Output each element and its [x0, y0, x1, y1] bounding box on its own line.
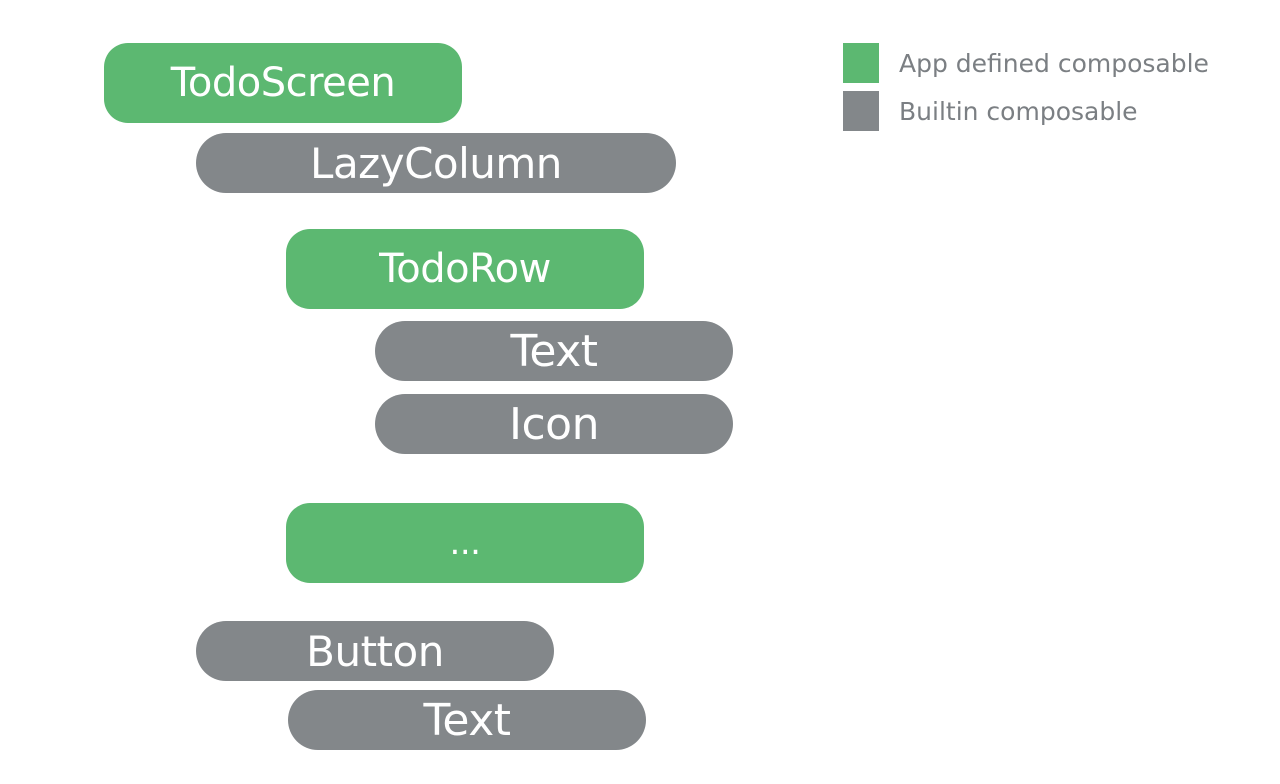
node-label: TodoRow: [379, 246, 551, 292]
legend: App defined composable Builtin composabl…: [843, 43, 1209, 139]
node-todorow: TodoRow: [286, 229, 644, 309]
node-label: Text: [510, 325, 599, 377]
node-label: Button: [306, 626, 444, 676]
node-label: LazyColumn: [310, 138, 562, 188]
node-more: ...: [286, 503, 644, 583]
node-text-button: Text: [288, 690, 646, 750]
legend-swatch-app: [843, 43, 879, 83]
node-label: Icon: [509, 398, 599, 450]
node-icon: Icon: [375, 394, 733, 454]
node-lazycolumn: LazyColumn: [196, 133, 676, 193]
node-label: TodoScreen: [170, 60, 396, 106]
legend-item-builtin: Builtin composable: [843, 91, 1209, 131]
legend-label-builtin: Builtin composable: [899, 96, 1138, 126]
node-text-row: Text: [375, 321, 733, 381]
legend-label-app: App defined composable: [899, 48, 1209, 78]
legend-swatch-builtin: [843, 91, 879, 131]
node-todoscreen: TodoScreen: [104, 43, 462, 123]
node-button: Button: [196, 621, 554, 681]
node-label: ...: [449, 523, 481, 563]
node-label: Text: [423, 694, 512, 746]
legend-item-app: App defined composable: [843, 43, 1209, 83]
